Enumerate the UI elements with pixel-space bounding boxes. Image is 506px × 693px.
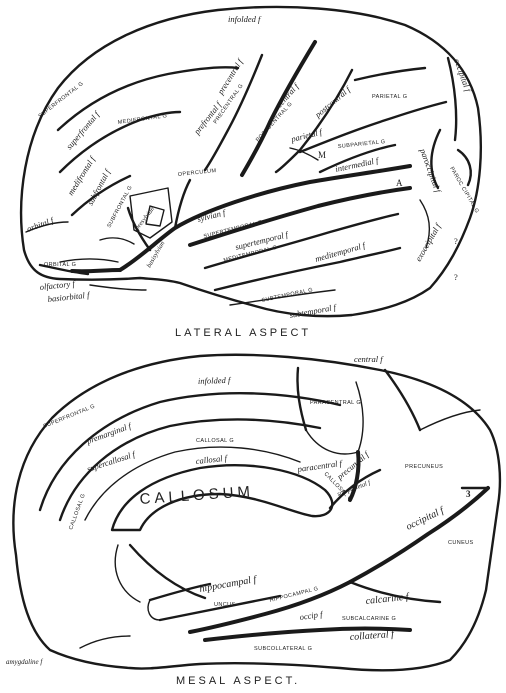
lbl-lat-superfrontal-f: superfrontal f — [64, 108, 102, 151]
lbl-lat-parietal-g: PARIETAL G — [372, 94, 407, 100]
lbl-mes-subcalcarine-g: SUBCALCARINE G — [342, 616, 396, 622]
lbl-mes-paracentral-g: PARACENTRAL G — [310, 400, 361, 406]
lbl-lat-subtemporal-g: SUBTEMPORAL G — [261, 287, 313, 304]
lbl-mes-precuneus: PRECUNEUS — [405, 464, 443, 470]
lbl-lat-orbital-g: ORBITAL G — [44, 262, 76, 268]
supertemporal-sulcus — [188, 186, 412, 247]
lbl-lat-paroccipital-f: paroccipital f — [418, 146, 444, 195]
lbl-lat-infolded: infolded f — [228, 14, 262, 24]
lbl-mes-cuneus: CUNEUS — [448, 540, 474, 546]
lbl-lat-subparietal-g: SUBPARIETAL G — [338, 139, 386, 150]
mesal-outline — [12, 353, 502, 672]
lbl-mes-callosum: CALLOSUM — [139, 483, 254, 508]
lbl-mes-amygdaline-f: amygdaline f — [6, 658, 43, 666]
lbl-mes-marker-3: 3 — [466, 489, 471, 499]
lbl-lat-medifrontal-g: MEDIFRONTAL G — [117, 113, 167, 126]
lbl-lat-a: A — [396, 178, 403, 188]
lbl-lat-basiorbital-f: basiorbital f — [47, 290, 91, 304]
lbl-lat-postcentral-f: postcentral f — [312, 83, 353, 120]
lbl-mes-superfrontal-g: SUPERFRONTAL G — [43, 404, 97, 430]
lbl-mes-subcollateral-g: SUBCOLLATERAL G — [254, 646, 312, 652]
mesal-caption: MESAL ASPECT. — [176, 675, 300, 687]
parieto-occipital-fissure — [348, 486, 490, 584]
lbl-lat-paroccipital-g: PAROC CIPITAL G — [448, 166, 480, 215]
lbl-mes-callosal-g-top: CALLOSAL G — [196, 438, 234, 444]
lbl-mes-occip-f: occip f — [299, 609, 325, 622]
lbl-mes-callosal-f: callosal f — [195, 453, 229, 466]
lateral-outline — [19, 5, 482, 318]
lbl-mes-hippocampal-f: hippocampal f — [199, 574, 259, 595]
lbl-lat-exoccipital-f: exoccipital f — [413, 220, 443, 263]
lateral-hemisphere — [19, 5, 482, 318]
lbl-lat-q2: ? — [454, 272, 458, 282]
lbl-lat-sylvian-f: sylvian f — [196, 207, 228, 224]
lbl-mes-calcarine-f: calcarine f — [365, 591, 410, 607]
lbl-mes-collateral-f: collateral f — [349, 629, 395, 643]
lbl-lat-meditemporal-f: meditemporal f — [314, 240, 368, 264]
lbl-mes-occipital-f: occipital f — [404, 505, 446, 533]
lbl-lat-q1: ? — [454, 236, 458, 246]
sylvian-fissure — [118, 164, 412, 272]
lbl-mes-uncus: UNCUS — [214, 602, 236, 608]
mesal-hemisphere — [12, 353, 502, 672]
lbl-mes-infolded: infolded f — [198, 375, 232, 386]
calcarine-fissure — [188, 580, 352, 634]
lbl-lat-orbital-f: orbital f — [25, 214, 56, 233]
lbl-mes-central-f: central f — [354, 354, 384, 364]
lbl-mes-callosal-g-left: CALLOSAL G — [68, 493, 87, 531]
lbl-lat-subfrontal-g: SUBFRONTAL G — [106, 185, 133, 229]
lbl-lat-olfactory-f: olfactory f — [39, 278, 77, 292]
lateral-caption: LATERAL ASPECT — [175, 327, 311, 339]
lbl-lat-m: M — [318, 150, 326, 160]
central-sulcus — [240, 40, 317, 177]
lbl-lat-postcentral-g: POSTCENTRAL G — [255, 101, 294, 143]
lbl-mes-hippocampal-g: HIPPOCAMPAL G — [269, 586, 319, 604]
lbl-lat-operculum: OPERCULUM — [178, 168, 217, 178]
lbl-lat-presylvian: presylvian — [133, 206, 156, 232]
